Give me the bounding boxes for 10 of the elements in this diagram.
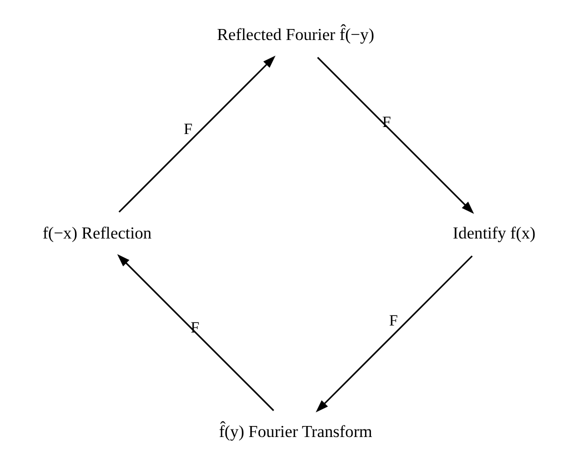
arrow [316, 56, 474, 214]
arrow [116, 254, 274, 411]
node-text: Reflected Fourier f̂(−y) [216, 24, 374, 44]
node-text: f(−x) Reflection [42, 222, 152, 242]
node-text: Identify f(x) [452, 222, 535, 242]
edge-label: F [183, 120, 192, 138]
node-text: f̂(y) Fourier Transform [218, 421, 372, 440]
edge-label: F [388, 312, 398, 329]
arrow [315, 254, 472, 412]
arrow [118, 55, 275, 212]
